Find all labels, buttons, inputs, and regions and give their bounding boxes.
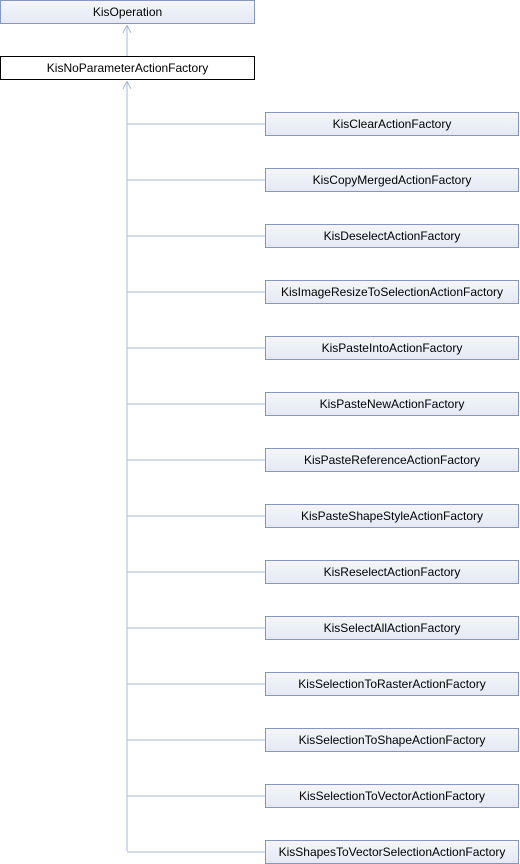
class-node-child[interactable]: KisReselectActionFactory: [265, 560, 519, 584]
class-node-label: KisPasteReferenceActionFactory: [303, 453, 481, 467]
class-node-label: KisCopyMergedActionFactory: [312, 173, 472, 187]
class-node-label: KisShapesToVectorSelectionActionFactory: [278, 845, 506, 859]
class-node-current: KisNoParameterActionFactory: [0, 56, 255, 80]
class-node-child[interactable]: KisShapesToVectorSelectionActionFactory: [265, 840, 519, 864]
class-node-label: KisClearActionFactory: [332, 117, 452, 131]
class-node-label: KisPasteIntoActionFactory: [321, 341, 463, 355]
class-node-label: KisDeselectActionFactory: [323, 229, 461, 243]
class-node-child[interactable]: KisCopyMergedActionFactory: [265, 168, 519, 192]
class-node-label: KisPasteShapeStyleActionFactory: [300, 509, 484, 523]
class-node-label: KisPasteNewActionFactory: [319, 397, 465, 411]
class-node-child[interactable]: KisDeselectActionFactory: [265, 224, 519, 248]
class-node-child[interactable]: KisClearActionFactory: [265, 112, 519, 136]
class-node-label: KisOperation: [92, 5, 163, 19]
class-node-kis-operation[interactable]: KisOperation: [0, 0, 255, 24]
class-node-child[interactable]: KisPasteNewActionFactory: [265, 392, 519, 416]
class-node-child[interactable]: KisPasteIntoActionFactory: [265, 336, 519, 360]
class-node-child[interactable]: KisSelectionToRasterActionFactory: [265, 672, 519, 696]
class-node-label: KisNoParameterActionFactory: [46, 61, 209, 75]
class-node-label: KisReselectActionFactory: [323, 565, 461, 579]
class-node-child[interactable]: KisSelectionToShapeActionFactory: [265, 728, 519, 752]
class-node-child[interactable]: KisPasteReferenceActionFactory: [265, 448, 519, 472]
class-node-label: KisSelectionToRasterActionFactory: [298, 677, 486, 691]
class-node-child[interactable]: KisSelectionToVectorActionFactory: [265, 784, 519, 808]
class-node-label: KisSelectionToShapeActionFactory: [298, 733, 486, 747]
class-node-child[interactable]: KisPasteShapeStyleActionFactory: [265, 504, 519, 528]
class-node-child[interactable]: KisSelectAllActionFactory: [265, 616, 519, 640]
class-node-label: KisImageResizeToSelectionActionFactory: [280, 285, 504, 299]
class-node-child[interactable]: KisImageResizeToSelectionActionFactory: [265, 280, 519, 304]
class-node-label: KisSelectionToVectorActionFactory: [298, 789, 486, 803]
class-node-label: KisSelectAllActionFactory: [323, 621, 461, 635]
